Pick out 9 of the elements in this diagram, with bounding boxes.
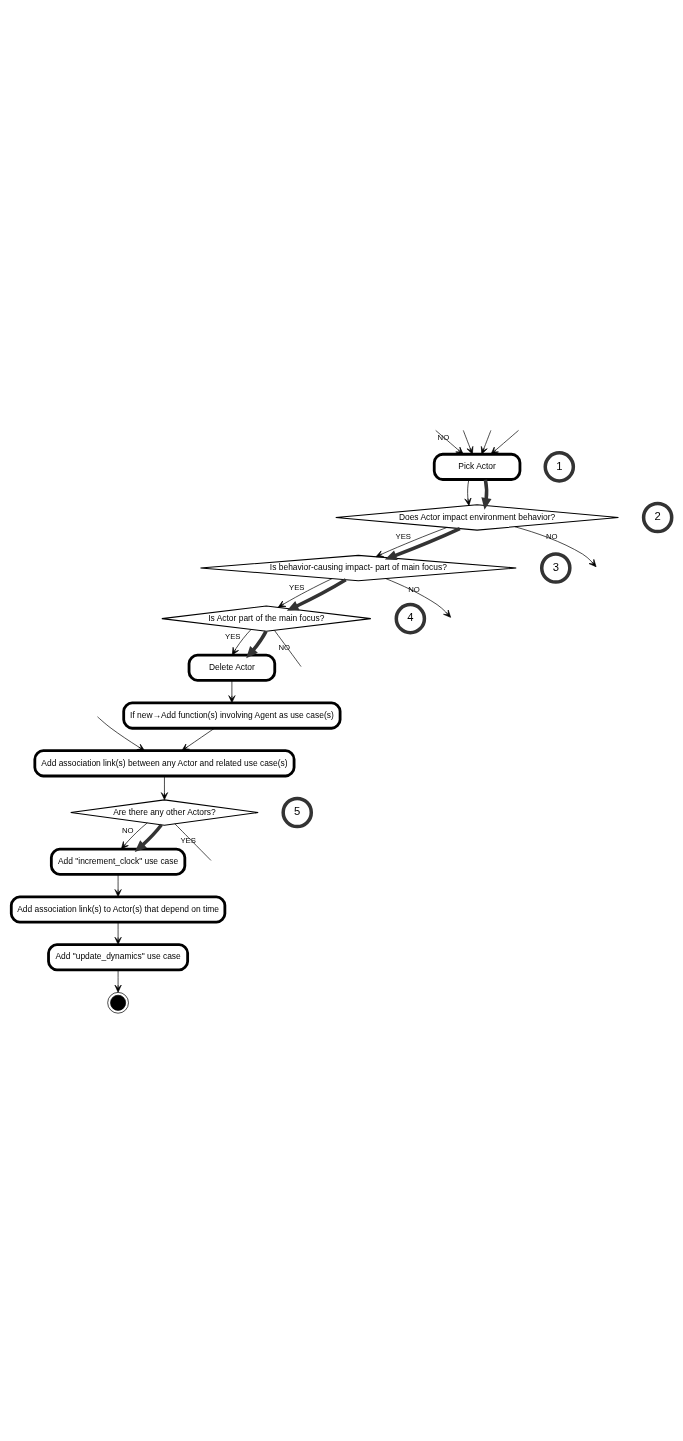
edge-label: NO	[278, 642, 291, 652]
edge-label: NO	[408, 585, 420, 595]
edge-label: NO	[437, 433, 450, 442]
edge-label: YES	[225, 632, 241, 642]
edge-label: YES	[180, 836, 196, 846]
edge-label: NO	[545, 532, 558, 542]
edge-label: YES	[289, 583, 305, 593]
edge-label: NO	[122, 825, 134, 835]
edge-label: YES	[395, 532, 411, 542]
